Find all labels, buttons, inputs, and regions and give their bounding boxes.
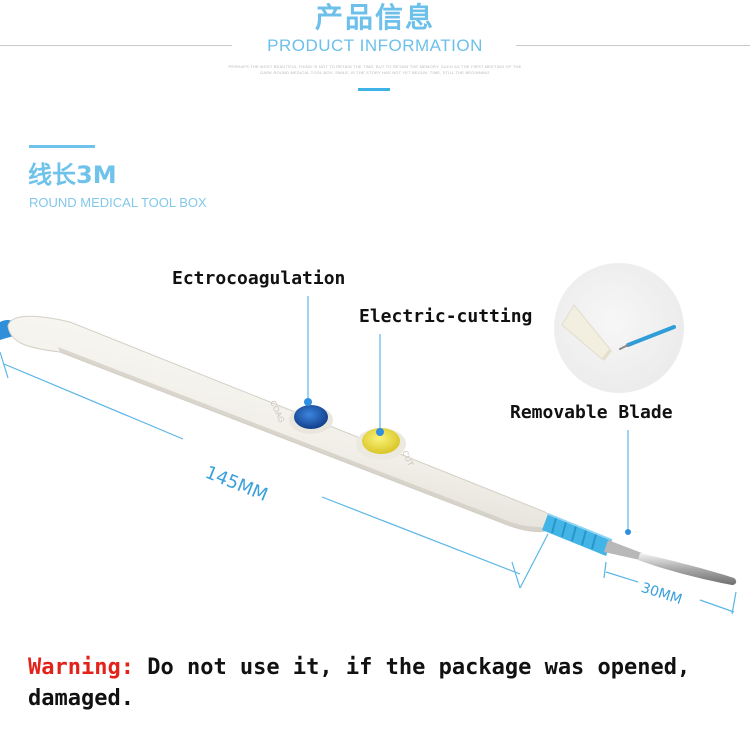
cut-button	[356, 428, 406, 460]
label-electric-cutting: Electric-cutting	[359, 306, 533, 327]
warning-text: Do not use it, if the package was opened…	[28, 655, 691, 711]
blade-closeup-inset	[554, 263, 684, 393]
header-small-text: PERHAPS THE MOST BEAUTIFUL THING IS NOT …	[228, 64, 522, 75]
warning-notice: Warning: Do not use it, if the package w…	[28, 652, 728, 714]
blue-collar	[542, 513, 613, 556]
warning-label: Warning:	[28, 655, 134, 680]
header-accent-bar	[358, 88, 390, 91]
section-subtitle-en: ROUND MEDICAL TOOL BOX	[29, 195, 207, 210]
section-title-cn: 线长3M	[28, 161, 117, 189]
removable-blade	[604, 540, 737, 585]
header-title-en: PRODUCT INFORMATION	[267, 36, 483, 55]
handle-body	[7, 315, 552, 533]
header-divider-left	[0, 45, 232, 46]
label-removable-blade: Removable Blade	[510, 402, 673, 423]
header-divider-right	[516, 45, 750, 46]
coag-button	[289, 405, 333, 434]
section-accent-bar	[29, 145, 95, 148]
dimension-30mm	[603, 561, 737, 615]
header-title-cn: 产品信息	[314, 1, 435, 34]
dimension-145mm	[0, 351, 549, 589]
label-ectrocoagulation: Ectrocoagulation	[172, 268, 346, 289]
